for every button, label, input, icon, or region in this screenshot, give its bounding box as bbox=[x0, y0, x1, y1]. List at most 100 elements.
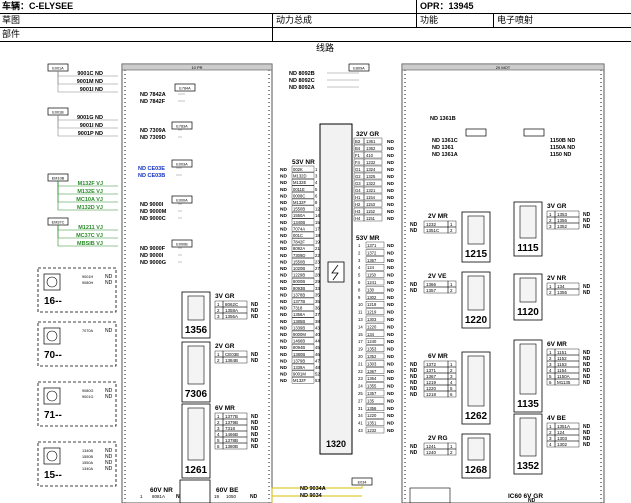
pin-number: H3 bbox=[355, 209, 361, 214]
pin-number: 12 bbox=[315, 207, 320, 212]
pin-wire: 1220 bbox=[426, 386, 437, 391]
pin-number: 3 bbox=[358, 258, 361, 263]
pin-cell bbox=[365, 308, 385, 315]
pin-number: 2 bbox=[450, 450, 453, 455]
connector-tag bbox=[171, 239, 193, 248]
wire-label: ND 9000I bbox=[140, 253, 164, 259]
pin-number: 4 bbox=[450, 380, 453, 385]
pin-wire-color: ND bbox=[410, 450, 418, 456]
connector-tag bbox=[171, 195, 193, 204]
ecu-id: 1320 bbox=[326, 439, 346, 449]
pin-number: 1 bbox=[549, 212, 552, 217]
right-bus bbox=[401, 63, 605, 503]
pin-cell bbox=[365, 264, 385, 271]
pin-wire: 9000M bbox=[293, 332, 306, 337]
pin-wire: ND bbox=[105, 460, 113, 466]
pin-number: 13 bbox=[358, 317, 363, 322]
pin-wire: 1220 bbox=[367, 324, 377, 329]
pin-label: 7070A bbox=[82, 329, 93, 333]
component-id: 70-- bbox=[44, 350, 62, 361]
pin-wire-color: ND bbox=[280, 339, 287, 345]
component-icon bbox=[187, 407, 205, 461]
pin-cell bbox=[363, 172, 383, 180]
wire-label: ND CE03E bbox=[138, 166, 165, 172]
pin-number: 17 bbox=[358, 339, 363, 344]
pin-number: 17 bbox=[315, 226, 320, 231]
header-row-system: 草图 动力总成 功能 电子喷射 bbox=[0, 14, 631, 28]
pin-cell bbox=[291, 271, 315, 278]
pin-wire: 1152 bbox=[366, 209, 376, 214]
pin-number: 52 bbox=[315, 372, 320, 377]
pin-wire-color: ND bbox=[280, 319, 287, 325]
pin-number: 27 bbox=[358, 398, 363, 403]
sensor-icon bbox=[46, 450, 58, 462]
wire-label: M132D VJ bbox=[77, 205, 103, 211]
pin-wire-color: ND bbox=[280, 246, 287, 252]
wire-label: ND 9000C bbox=[140, 216, 166, 222]
component-id: 1220 bbox=[465, 315, 488, 326]
pin-wire-color: ND bbox=[387, 153, 394, 159]
header-row-vehicle: 车辆：C-ELYSEE OPR：13945 bbox=[0, 0, 631, 14]
wire-label: MC37C VJ bbox=[76, 233, 103, 239]
pin-wire: 1385B bbox=[293, 319, 305, 324]
pin-wire: 1321 bbox=[366, 188, 376, 193]
pin-wire: 1379B bbox=[293, 358, 305, 363]
pin-wire: 1241 bbox=[426, 444, 437, 449]
pin-wire-color: ND bbox=[387, 339, 394, 345]
pin-wire: 1150A bbox=[557, 374, 570, 379]
pin-number: 1 bbox=[549, 350, 552, 355]
component-icon bbox=[519, 205, 537, 239]
pin-number: 37 bbox=[315, 312, 320, 317]
ecu-connector-header: 53V NR bbox=[292, 159, 315, 166]
pin-wire-color: ND bbox=[387, 258, 394, 264]
wire-line bbox=[57, 115, 118, 137]
pin-wire: 1302 bbox=[557, 442, 568, 447]
pin-wire: M1135 bbox=[557, 380, 571, 385]
pin-wire: 1020B bbox=[293, 266, 305, 271]
pin-cell bbox=[363, 214, 383, 222]
pin-wire-color: ND bbox=[583, 218, 591, 224]
connector-header: 2V NR bbox=[547, 275, 566, 282]
component-box bbox=[179, 479, 211, 503]
pin-wire-color: ND bbox=[387, 421, 394, 427]
wire-label: ND 9000I bbox=[140, 202, 164, 208]
header-row-parts: 部件 bbox=[0, 28, 631, 42]
left-bus-label: 10 PR bbox=[191, 65, 202, 70]
pin-wire-color: ND bbox=[410, 222, 418, 228]
wire-line bbox=[271, 485, 363, 503]
pin-number: 2 bbox=[549, 430, 552, 435]
pin-wire-color: ND bbox=[251, 414, 259, 420]
pin-wire-color: ND bbox=[280, 213, 287, 219]
pin-wire-color: ND bbox=[583, 374, 591, 380]
component-icon bbox=[467, 275, 485, 311]
pin-cell bbox=[447, 448, 457, 456]
pin-number: 48 bbox=[315, 365, 320, 370]
pin-number: 14 bbox=[315, 213, 320, 218]
pin-cell bbox=[291, 172, 315, 179]
pin-wire-color: ND bbox=[387, 428, 394, 434]
pin-number: 6 bbox=[450, 392, 453, 397]
pin-wire-color: ND bbox=[280, 273, 287, 279]
component-box bbox=[37, 321, 117, 367]
pin-cell bbox=[365, 278, 385, 286]
pin-number: 6 bbox=[358, 280, 361, 285]
diagram-type-label: 草图 bbox=[2, 15, 21, 25]
pin-wire-color: ND bbox=[583, 224, 591, 230]
pin-wire-color: ND bbox=[280, 200, 287, 206]
pin-wire-color: ND bbox=[387, 295, 394, 301]
pin-cell bbox=[447, 226, 457, 234]
lightning-icon bbox=[331, 264, 339, 281]
component-id: 1215 bbox=[465, 249, 488, 260]
pin-cell bbox=[365, 301, 385, 308]
pin-cell bbox=[291, 370, 315, 377]
pin-wire-color: ND bbox=[251, 438, 259, 444]
component-id: 1115 bbox=[517, 243, 539, 254]
pin-cell bbox=[291, 344, 315, 351]
component-id: 7306 bbox=[185, 389, 208, 400]
pin-number: 1 bbox=[217, 414, 220, 419]
pin-number: 5 bbox=[217, 438, 220, 443]
component-id: 71-- bbox=[44, 410, 62, 421]
pin-wire-color: ND bbox=[250, 494, 258, 500]
pin-number: 34 bbox=[358, 413, 363, 418]
pin-wire: 0011E bbox=[293, 187, 305, 192]
